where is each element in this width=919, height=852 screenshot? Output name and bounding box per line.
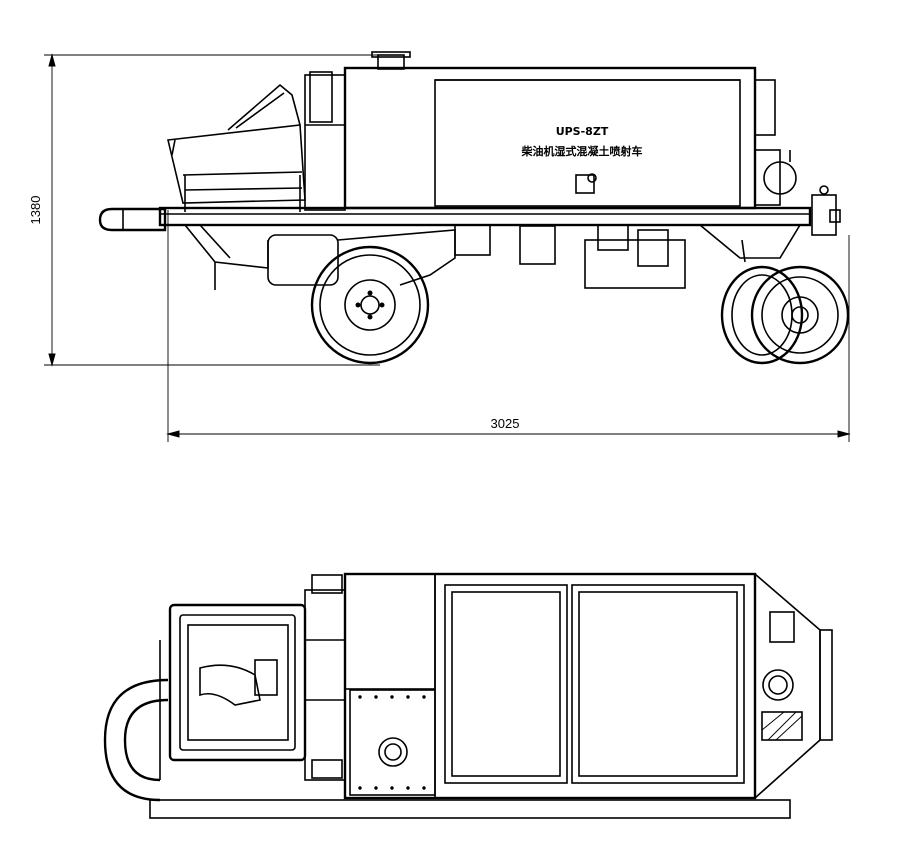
machine-model-label: UPS-8ZT (556, 125, 609, 138)
side-view (98, 51, 850, 365)
height-dimension-label: 1380 (28, 196, 43, 225)
machine-name-label: 柴油机湿式混凝土喷射车 (521, 144, 643, 158)
top-view (103, 572, 833, 819)
length-dimension-label: 3025 (491, 416, 520, 431)
dimension-lines (44, 53, 851, 442)
